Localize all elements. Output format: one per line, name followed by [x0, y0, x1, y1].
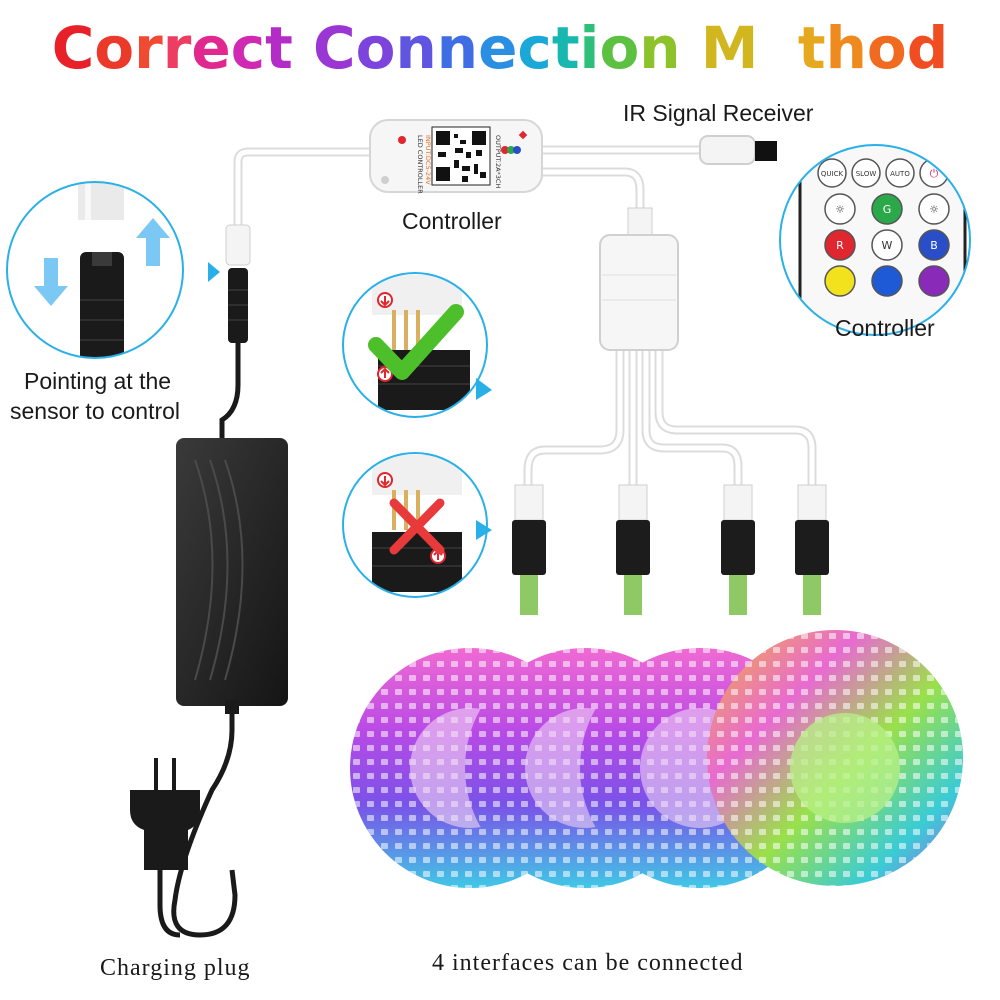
title-letter: d — [906, 14, 949, 82]
pointer-arrow-icon — [208, 262, 220, 282]
remote-controller-label: Controller — [835, 315, 935, 341]
title-letter: i — [579, 14, 600, 82]
pointing-label-line1: Pointing at the — [24, 368, 172, 394]
charging-plug-label: Charging plug — [100, 955, 251, 981]
title-letter: t — [265, 14, 293, 82]
remote-button — [871, 229, 903, 261]
remote-button-label: B — [930, 239, 938, 252]
title-letter: o — [94, 14, 135, 82]
title-letter: M — [700, 14, 759, 82]
controller-spec-2: INPUT:DC5-24V — [424, 135, 432, 185]
remote-button — [824, 193, 856, 225]
remote-callout: QUICK SLOW AUTO ⏻ ☼ G ☼ R W B — [779, 144, 971, 336]
page-title: Correct Connection Method — [0, 8, 1000, 88]
remote-button — [918, 193, 950, 225]
title-letter: c — [230, 14, 266, 82]
connector-4 — [795, 484, 829, 615]
sensor-pointing-callout — [6, 181, 220, 359]
remote-button-label: ☼ — [929, 203, 939, 216]
title-letter: r — [134, 14, 163, 82]
remote-button — [918, 229, 950, 261]
correct-connection-callout — [342, 272, 492, 418]
rgb-logo-icon — [501, 146, 521, 154]
title-letter: e — [758, 14, 798, 82]
title-letter: e — [478, 14, 518, 82]
pointer-arrow-icon — [476, 520, 492, 540]
power-adapter — [176, 438, 288, 714]
wires — [157, 145, 817, 938]
title-letter: e — [191, 14, 231, 82]
title-letter: h — [825, 14, 867, 82]
arrow-up-icon — [136, 218, 170, 266]
remote-button — [824, 265, 856, 297]
controller-spec-3: OUTPUT:2A*3CH — [494, 135, 502, 188]
splitter-1to4 — [599, 207, 679, 351]
led-reel-4 — [707, 630, 963, 886]
title-letter: c — [517, 14, 552, 82]
remote-button-label: SLOW — [856, 170, 877, 178]
title-letter: t — [551, 14, 580, 82]
title-letter: n — [436, 14, 479, 82]
wrong-connection-callout — [342, 452, 492, 598]
connector-3 — [721, 484, 755, 615]
interfaces-label: 4 interfaces can be connected — [432, 950, 744, 976]
controller-label: Controller — [402, 208, 502, 234]
remote-button — [817, 158, 847, 188]
cross-icon — [389, 498, 445, 555]
dc-jack — [225, 224, 251, 343]
remote-button — [871, 265, 903, 297]
arrow-down-icon — [34, 258, 68, 306]
title-letter: t — [797, 14, 826, 82]
ir-receiver-label: IR Signal Receiver — [623, 100, 814, 126]
remote-button-label: W — [882, 239, 893, 252]
pointing-label-line2: sensor to control — [10, 398, 181, 424]
power-plug-icon — [130, 758, 200, 870]
remote-button-label: ☼ — [835, 203, 845, 216]
remote-button-label: G — [883, 203, 892, 216]
title-letter: r — [162, 14, 192, 82]
ir-receiver — [699, 135, 777, 165]
connector-1 — [512, 484, 546, 615]
remote-button — [824, 229, 856, 261]
connector-2 — [616, 484, 650, 615]
remote-button — [885, 158, 915, 188]
title-letter: o — [355, 14, 396, 82]
title-letter: n — [639, 14, 681, 82]
remote-button-label: R — [836, 239, 844, 252]
strip-connectors — [512, 484, 829, 615]
remote-button — [851, 158, 881, 188]
title-letter: C — [51, 14, 95, 82]
title-letter: n — [395, 14, 437, 82]
remote-button-label: QUICK — [821, 170, 844, 178]
led-strip-reels — [350, 630, 963, 888]
title-letter: C — [313, 14, 356, 82]
remote-button — [871, 193, 903, 225]
controller-spec-1: LED CONTROLLER — [416, 135, 424, 194]
wifi-controller: LED CONTROLLER INPUT:DC5-24V OUTPUT:2A*3… — [369, 119, 543, 194]
pointer-arrow-icon — [476, 378, 492, 400]
remote-button-grid: QUICK SLOW AUTO ⏻ ☼ G ☼ R W B — [817, 158, 950, 297]
title-letter: o — [866, 14, 907, 82]
remote-button-label: ⏻ — [930, 167, 939, 180]
remote-button — [918, 265, 950, 297]
title-letter: o — [599, 14, 640, 82]
remote-button-label: AUTO — [890, 170, 910, 178]
check-icon — [368, 304, 464, 380]
